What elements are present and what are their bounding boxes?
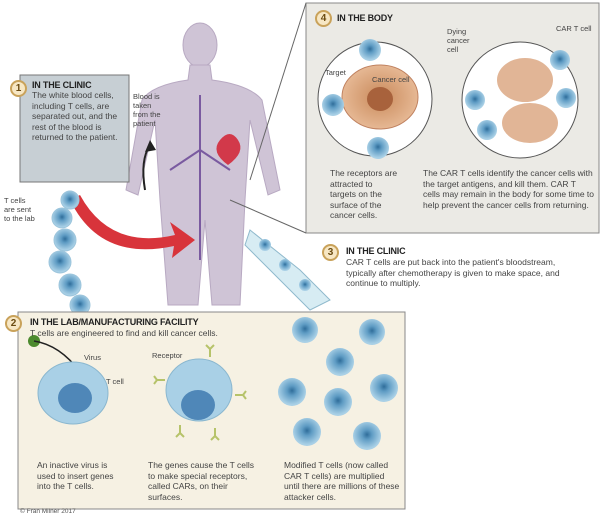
- step4-right-text: The CAR T cells identify the cancer cell…: [423, 168, 595, 210]
- tcell-label: T cell: [106, 377, 124, 386]
- target-label: Target: [325, 68, 346, 77]
- step3-text: CAR T cells are put back into the patien…: [346, 257, 560, 288]
- step-number: 1: [10, 80, 27, 97]
- step4-left-text: The receptors are attracted to targets o…: [330, 168, 398, 220]
- caption-virus: An inactive virus is used to insert gene…: [37, 460, 114, 491]
- step-number: 2: [5, 315, 22, 332]
- step1-title: IN THE CLINIC: [32, 80, 92, 90]
- blood-taken-label: Blood is taken from the patient: [133, 92, 161, 128]
- step2-subtitle: T cells are engineered to find and kill …: [30, 328, 218, 338]
- step1-text: The white blood cells, including T cells…: [32, 90, 118, 142]
- receptor-label: Receptor: [152, 351, 183, 360]
- caption-multiply: Modified T cells (now called CAR T cells…: [284, 460, 400, 502]
- step3-title: IN THE CLINIC: [346, 246, 406, 256]
- credit: © Fran Milner 2017: [20, 508, 76, 515]
- blood-arrow: [70, 195, 195, 258]
- caption-receptors: The genes cause the T cells to make spec…: [148, 460, 255, 502]
- step1-panel: 1 IN THE CLINIC The white blood cells, i…: [10, 80, 128, 143]
- cart-cell-label: CAR T cell: [556, 24, 592, 33]
- dying-cancer-cell-label: Dying cancer cell: [447, 27, 470, 54]
- step-number: 4: [315, 10, 332, 27]
- human-body: [125, 22, 281, 306]
- step4-title: IN THE BODY: [337, 13, 393, 23]
- step2-title: IN THE LAB/MANUFACTURING FACILITY: [30, 317, 199, 327]
- virus-label: Virus: [84, 353, 101, 362]
- cancer-cell-label: Cancer cell: [372, 75, 410, 84]
- heart-icon: [216, 134, 241, 165]
- step-number: 3: [322, 244, 339, 261]
- tcells-sent-label: T cells are sent to the lab: [4, 196, 35, 223]
